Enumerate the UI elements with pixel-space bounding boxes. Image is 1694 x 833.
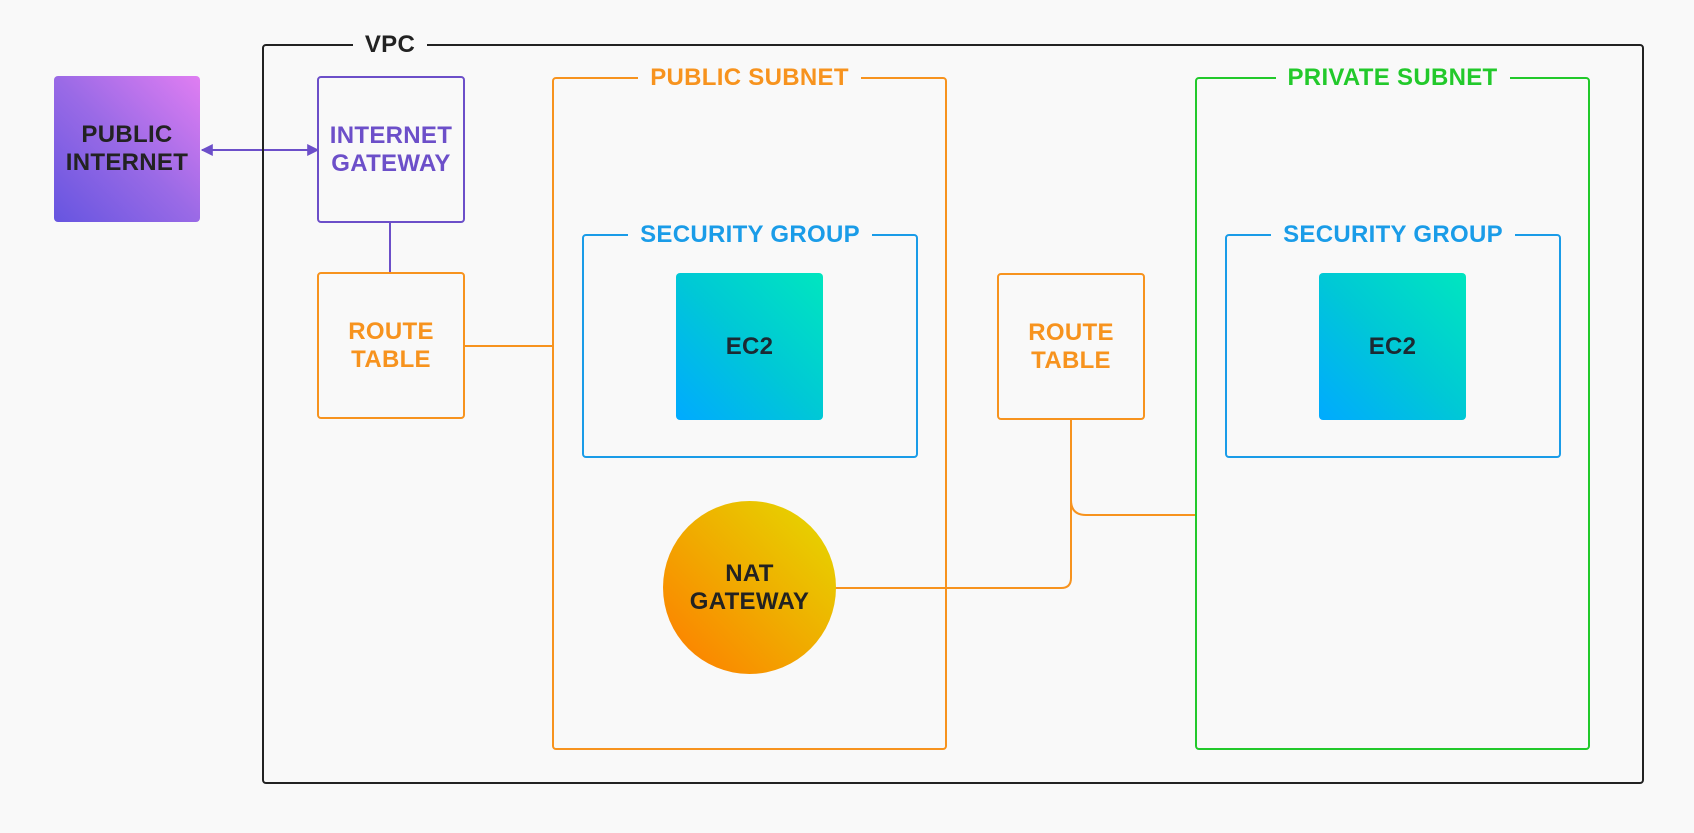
private-ec2-label: EC2 (1368, 332, 1417, 360)
internet-gateway-node: INTERNET GATEWAY (317, 76, 465, 223)
public-route-table-label: ROUTE TABLE (348, 317, 434, 373)
public-ec2-instance: EC2 (676, 273, 823, 420)
public-security-group-label: SECURITY GROUP (628, 221, 872, 248)
public-internet-node: PUBLIC INTERNET (54, 76, 200, 222)
private-subnet-container: PRIVATE SUBNET (1195, 64, 1590, 750)
vpc-container: VPC (262, 31, 1644, 784)
nat-to-route-table-line (835, 420, 1072, 589)
private-security-group: SECURITY GROUP (1225, 221, 1561, 458)
public-security-group: SECURITY GROUP (582, 221, 918, 458)
public-subnet-container: PUBLIC SUBNET (552, 64, 947, 750)
nat-gateway-label: NAT GATEWAY (689, 559, 810, 615)
route-table-to-private-subnet-line (1070, 499, 1196, 516)
public-subnet-label: PUBLIC SUBNET (638, 64, 861, 91)
nat-gateway-node: NAT GATEWAY (663, 501, 836, 674)
private-subnet-label: PRIVATE SUBNET (1275, 64, 1510, 91)
private-route-table-node: ROUTE TABLE (997, 273, 1145, 420)
public-route-table-node: ROUTE TABLE (317, 272, 465, 419)
private-security-group-label: SECURITY GROUP (1271, 221, 1515, 248)
internet-gateway-label: INTERNET GATEWAY (329, 121, 453, 177)
private-route-table-label: ROUTE TABLE (1028, 318, 1114, 374)
vpc-label: VPC (352, 31, 428, 58)
public-ec2-label: EC2 (725, 332, 774, 360)
private-ec2-instance: EC2 (1319, 273, 1466, 420)
public-internet-label: PUBLIC INTERNET (65, 121, 189, 176)
